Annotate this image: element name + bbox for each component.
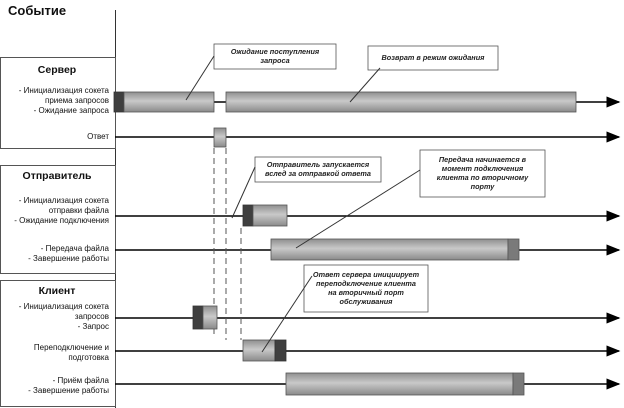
client-receive-label: - Приём файла - Завершение работы: [28, 376, 109, 395]
client-reconnect-label: Переподключение и подготовка: [33, 343, 109, 362]
callout-sender-starts-box: [254, 156, 382, 183]
client-group-heading: Клиент: [38, 285, 76, 297]
client-reconnect-dark-segment: [274, 339, 287, 362]
sender-group-panel: [0, 165, 116, 274]
callout-return-wait-text: Возврат в режим ожидания: [381, 53, 485, 62]
callout-server-reply-box: [303, 264, 429, 313]
callout-waiting-leader: [185, 55, 215, 101]
server-init-label: - Инициализация сокета приема запросов -…: [18, 86, 109, 115]
callout-transfer-starts-box: [419, 149, 546, 198]
sender-init-label: - Инициализация сокета отправки файла - …: [14, 196, 109, 225]
server-init-dark-segment: [113, 91, 125, 113]
server-reply-bar: [213, 127, 227, 148]
sender-init-dark-segment: [242, 204, 254, 227]
callout-waiting-text: Ожидание поступления запроса: [230, 47, 320, 65]
callout-transfer-starts-leader: [295, 169, 421, 249]
callout-sender-starts-leader: [231, 166, 256, 219]
sender-transfer-bar: [270, 238, 509, 261]
client-reconnect-bar: [242, 339, 276, 362]
client-receive-end-segment: [512, 372, 525, 396]
callout-server-reply-text: Ответ сервера инициирует переподключение…: [312, 270, 420, 306]
callout-sender-starts-text: Отправитель запускается вслед за отправк…: [265, 160, 371, 178]
sender-wait-bar: [252, 204, 288, 227]
callout-return-wait-leader: [349, 67, 381, 103]
callout-server-reply-leader: [261, 275, 313, 353]
client-init-label: - Инициализация сокета запросов - Запрос: [18, 302, 109, 331]
server-return-wait-bar: [225, 91, 577, 113]
sender-group-heading: Отправитель: [22, 170, 92, 182]
client-request-bar: [202, 305, 218, 330]
server-waiting-bar: [123, 91, 215, 113]
client-init-dark-segment: [192, 305, 204, 330]
server-reply-label: Ответ: [87, 132, 109, 141]
callout-waiting-box: [213, 43, 337, 70]
server-group-heading: Сервер: [37, 64, 77, 76]
callout-return-wait-box: [367, 45, 499, 71]
client-receive-bar: [285, 372, 514, 396]
client-group-panel: [0, 280, 116, 407]
sender-transfer-end-segment: [507, 238, 520, 261]
server-group-panel: [0, 57, 116, 149]
diagram-title: Событие: [8, 3, 67, 18]
sender-transfer-label: - Передача файла - Завершение работы: [28, 244, 109, 263]
callout-transfer-starts-text: Передача начинается в момент подключения…: [436, 155, 529, 191]
